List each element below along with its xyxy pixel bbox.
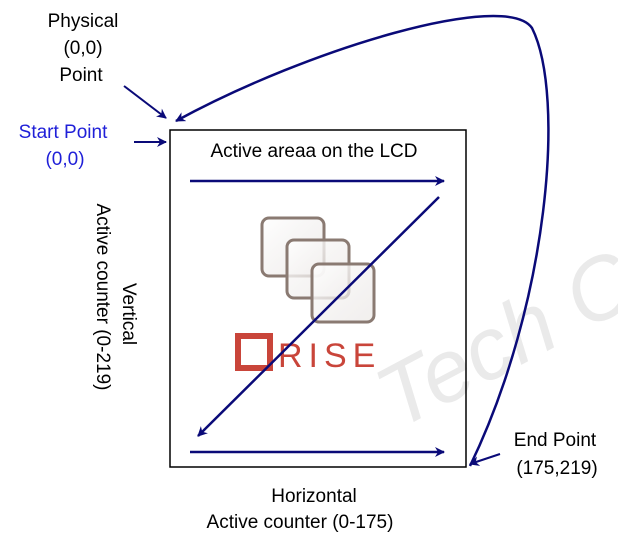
horizontal-label-line1: Horizontal <box>271 486 357 507</box>
physical-point-label-line3: Point <box>59 65 103 86</box>
watermark: Tech Co <box>360 208 618 448</box>
arrow-diagonal <box>197 196 440 437</box>
physical-point-label-line2: (0,0) <box>63 38 102 59</box>
orise-logo: RISE <box>235 216 381 375</box>
lcd-active-area-box <box>169 129 467 468</box>
end-point-label-line2: (175,219) <box>516 458 597 479</box>
vertical-label-line2: Active counter (0-219) <box>92 204 113 391</box>
active-area-title: Active areaa on the LCD <box>210 141 417 162</box>
logo-letter-o-box <box>235 333 273 371</box>
logo-text: RISE <box>278 337 381 375</box>
arrow-physical-point <box>123 85 167 119</box>
start-point-label-line1: Start Point <box>19 122 108 143</box>
arrow-return-curve <box>175 14 550 467</box>
physical-point-label-line1: Physical <box>48 11 119 32</box>
end-point-label-line1: End Point <box>514 430 597 451</box>
arrow-end-point <box>469 453 501 466</box>
vertical-label-line1: Vertical <box>118 283 139 345</box>
start-point-label-line2: (0,0) <box>45 149 84 170</box>
horizontal-label-line2: Active counter (0-175) <box>207 512 394 533</box>
